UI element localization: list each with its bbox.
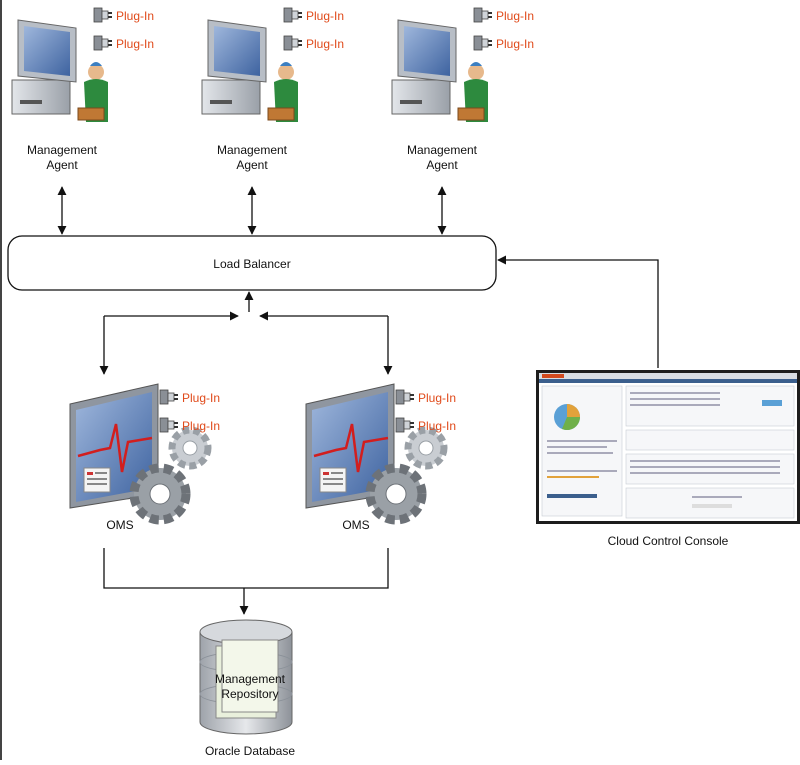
repository-label-line2: Repository bbox=[221, 687, 278, 701]
plugin-label: Plug-In bbox=[418, 391, 456, 405]
monitor-icon bbox=[11, 19, 109, 123]
agent-label-line2: Agent bbox=[236, 158, 268, 172]
oms-repo-connector bbox=[103, 548, 389, 589]
plugin-label: Plug-In bbox=[306, 9, 344, 23]
plug-icon bbox=[283, 35, 303, 51]
database-label: Oracle Database bbox=[205, 744, 295, 758]
repository-label-line1: Management bbox=[215, 672, 286, 686]
console-screenshot bbox=[536, 370, 800, 524]
plugin-label: Plug-In bbox=[116, 37, 154, 51]
oms-label: OMS bbox=[342, 518, 369, 532]
console-connector bbox=[497, 255, 659, 368]
load-balancer-box bbox=[7, 235, 497, 291]
agent-2: Plug-In Plug-In Management Agent bbox=[201, 7, 344, 172]
plugin-label: Plug-In bbox=[116, 9, 154, 23]
agent-label-line1: Management bbox=[27, 143, 98, 157]
plugin-label: Plug-In bbox=[418, 419, 456, 433]
plug-icon bbox=[473, 7, 493, 23]
load-balancer-label: Load Balancer bbox=[213, 257, 290, 271]
oms-label: OMS bbox=[106, 518, 133, 532]
plugin-label: Plug-In bbox=[496, 37, 534, 51]
plug-icon bbox=[93, 35, 113, 51]
plug-icon bbox=[159, 389, 179, 405]
database-icon bbox=[199, 619, 293, 735]
console-label: Cloud Control Console bbox=[608, 534, 729, 548]
plugin-label: Plug-In bbox=[306, 37, 344, 51]
oms-1: Plug-In Plug-In OMS bbox=[70, 384, 220, 532]
plugin-label: Plug-In bbox=[182, 419, 220, 433]
plug-icon bbox=[159, 417, 179, 433]
monitor-icon bbox=[201, 19, 299, 123]
monitor-icon bbox=[391, 19, 489, 123]
oms-2: Plug-In Plug-In OMS bbox=[306, 384, 456, 532]
plug-icon bbox=[283, 7, 303, 23]
agent-label-line1: Management bbox=[217, 143, 288, 157]
agent-label-line2: Agent bbox=[46, 158, 78, 172]
plugin-label: Plug-In bbox=[182, 391, 220, 405]
plugin-label: Plug-In bbox=[496, 9, 534, 23]
plug-icon bbox=[93, 7, 113, 23]
plug-icon bbox=[395, 417, 415, 433]
plug-icon bbox=[473, 35, 493, 51]
agent-label-line1: Management bbox=[407, 143, 478, 157]
plug-icon bbox=[395, 389, 415, 405]
agent-3: Plug-In Plug-In Management Agent bbox=[391, 7, 534, 172]
agent-1: Plug-In Plug-In Management Agent bbox=[11, 7, 154, 172]
agent-label-line2: Agent bbox=[426, 158, 458, 172]
